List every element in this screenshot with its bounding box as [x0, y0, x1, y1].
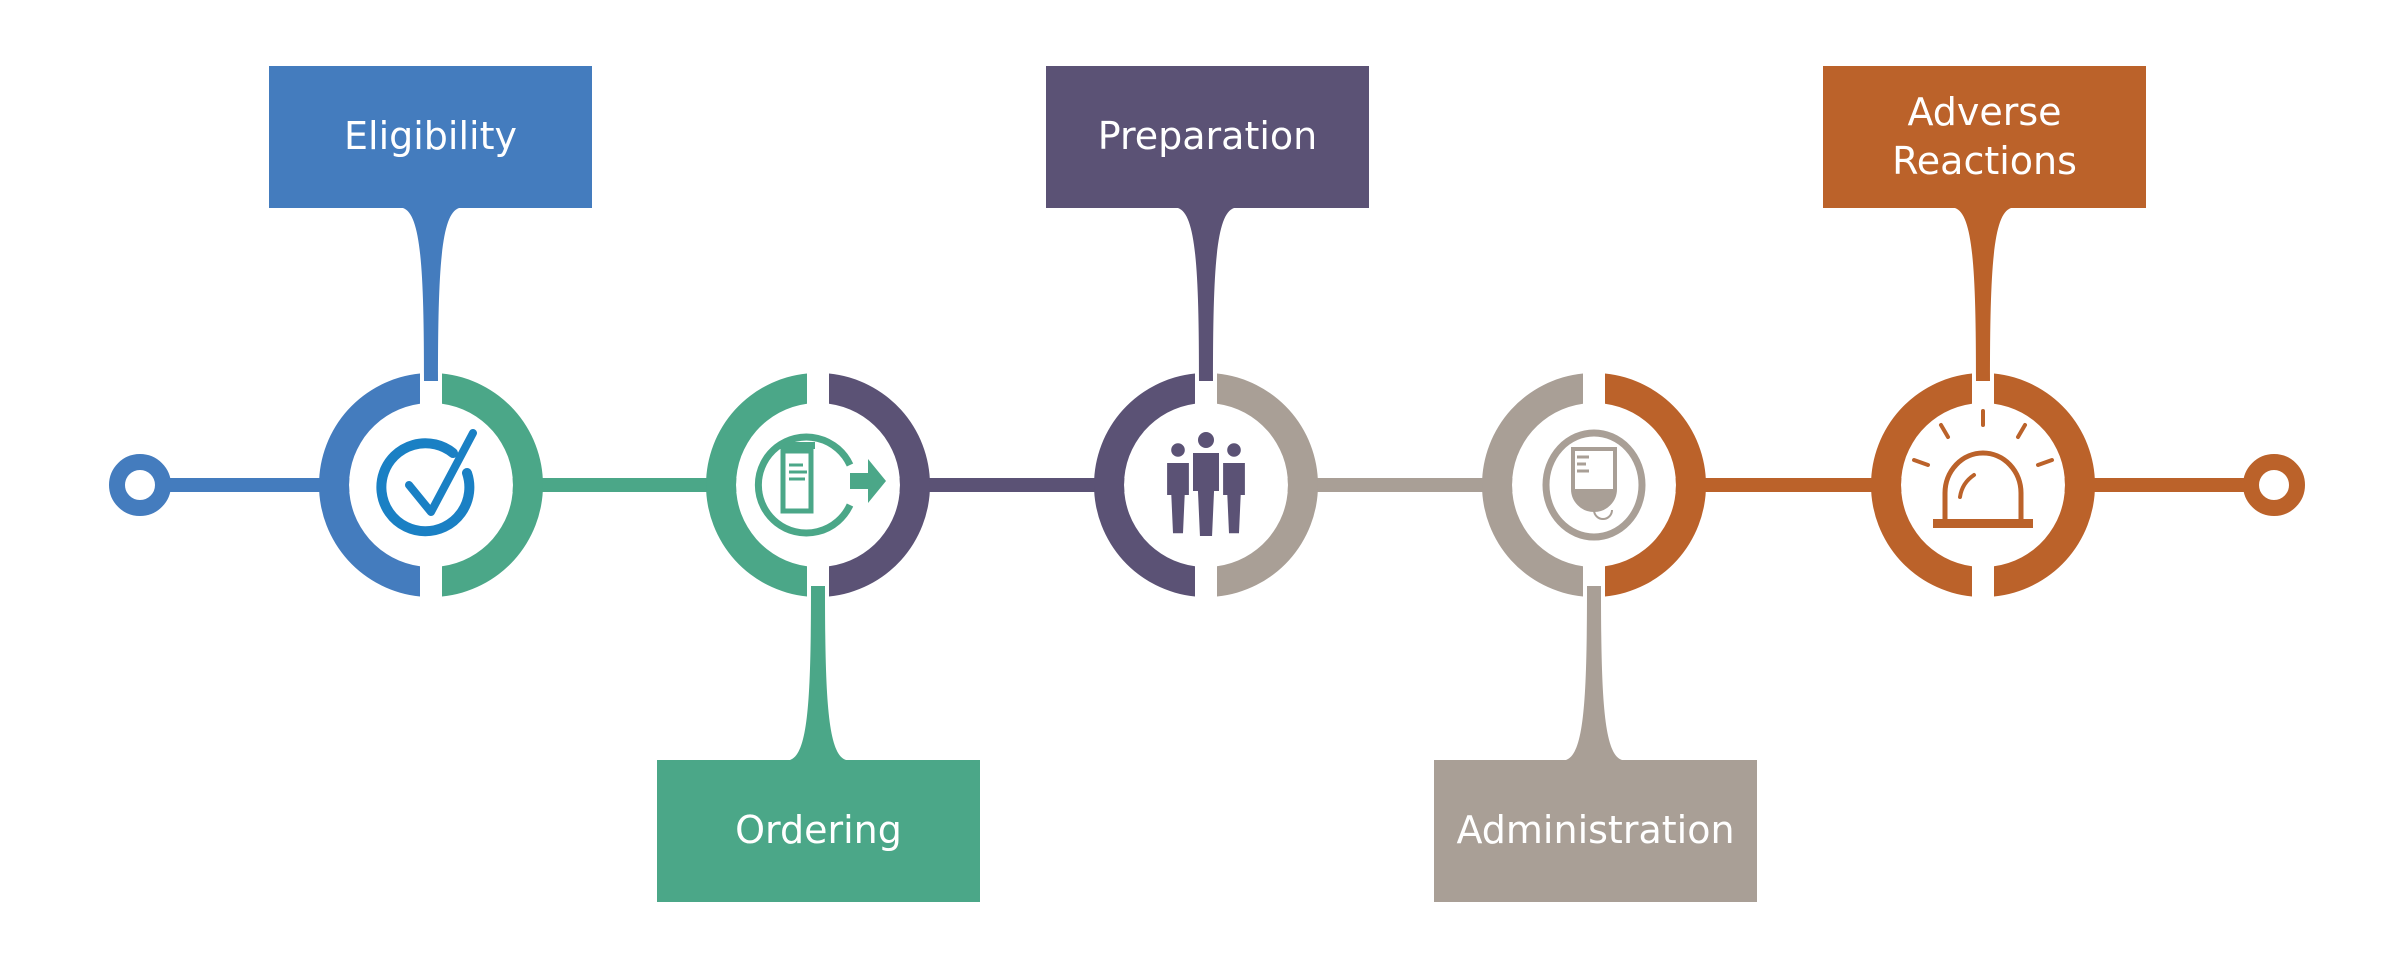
step-box-preparation: Preparation [1046, 66, 1369, 208]
connector-stem [1566, 586, 1622, 760]
iv-ring [1542, 429, 1646, 541]
bottle-cap [779, 442, 815, 449]
connector-stem [790, 586, 846, 760]
siren-dome [1942, 450, 2024, 521]
ring-left-half [706, 373, 807, 597]
iv-marks [1577, 455, 1589, 473]
person-body [1165, 461, 1191, 536]
connector-stem [403, 208, 459, 381]
ring-left-half [1094, 373, 1195, 597]
iv-tube [1593, 509, 1613, 520]
siren-base [1933, 519, 2033, 528]
check-mark [405, 429, 477, 516]
people-group-icon [1165, 432, 1247, 538]
check-ring [376, 438, 475, 537]
ring-left-half [319, 373, 420, 597]
label-lines [789, 463, 807, 481]
ring-right-half [1605, 373, 1706, 597]
person-body [1191, 451, 1221, 538]
ring-right-half [1217, 373, 1318, 597]
alarm-siren-icon [1912, 409, 2054, 528]
order-ring [754, 433, 854, 537]
iv-fluid [1573, 489, 1615, 510]
person-head [1227, 443, 1241, 457]
connector-stem [1955, 208, 2011, 381]
ring-right-half [1994, 373, 2095, 597]
node-center [349, 403, 513, 567]
step-box-ordering: Ordering [657, 760, 980, 902]
end-node [2243, 454, 2305, 516]
step-label: Ordering [735, 808, 902, 853]
ring-right-half [442, 373, 543, 597]
step-box-administration: Administration [1434, 760, 1757, 902]
person-head [1198, 432, 1214, 448]
connector-stem [1178, 208, 1234, 381]
step-label: Preparation [1097, 114, 1318, 159]
start-node [109, 454, 171, 516]
step-label: Administration [1456, 808, 1735, 853]
prescription-order-icon [754, 433, 886, 537]
siren-shine [1958, 473, 1976, 499]
iv-bag-icon [1542, 429, 1646, 541]
arrow [850, 459, 886, 503]
bottle [780, 448, 814, 514]
check-circle-icon [376, 429, 477, 537]
node-center [1901, 403, 2065, 567]
ring-left-half [1482, 373, 1583, 597]
person-body [1221, 461, 1247, 536]
step-box-adverse-reactions: Adverse Reactions [1823, 66, 2146, 208]
ring-right-half [829, 373, 930, 597]
step-box-eligibility: Eligibility [269, 66, 592, 208]
step-label: Adverse Reactions [1892, 89, 2077, 183]
ring-left-half [1871, 373, 1972, 597]
siren-rays [1912, 409, 2054, 467]
node-center [1512, 403, 1676, 567]
step-label: Eligibility [344, 114, 517, 159]
person-head [1171, 443, 1185, 457]
